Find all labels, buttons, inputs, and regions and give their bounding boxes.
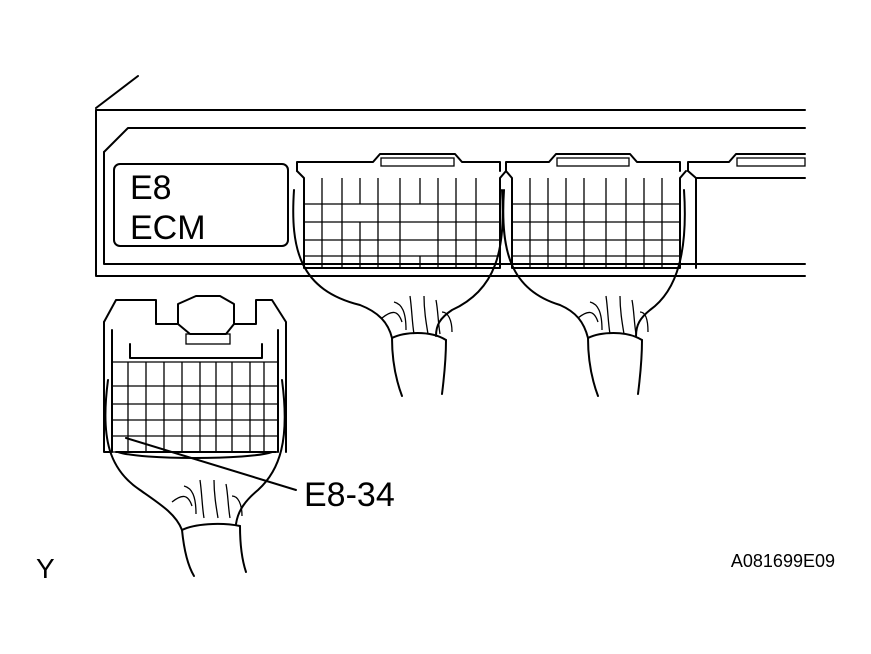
ecm-connector-b xyxy=(502,153,687,397)
ecm-label-line2: ECM xyxy=(130,209,206,247)
connector-a-cavity-grid xyxy=(304,178,500,268)
pin-callout: E8-34 xyxy=(125,437,395,514)
ecm-connector-a xyxy=(292,153,507,397)
ecm-connector-c xyxy=(687,153,806,269)
callout-label: E8-34 xyxy=(304,476,395,514)
connector-b-cavity-grid xyxy=(512,178,680,268)
harness-connector-cavity-grid xyxy=(112,361,278,453)
harness-connector xyxy=(103,295,287,577)
ecm-housing xyxy=(95,75,806,277)
callout-leader-line xyxy=(125,437,297,491)
figure-code: A081699E09 xyxy=(731,551,835,571)
ecm-label-line1: E8 xyxy=(130,169,172,207)
ecm-label-plate: E8 ECM xyxy=(113,163,289,247)
corner-letter: Y xyxy=(36,553,55,584)
